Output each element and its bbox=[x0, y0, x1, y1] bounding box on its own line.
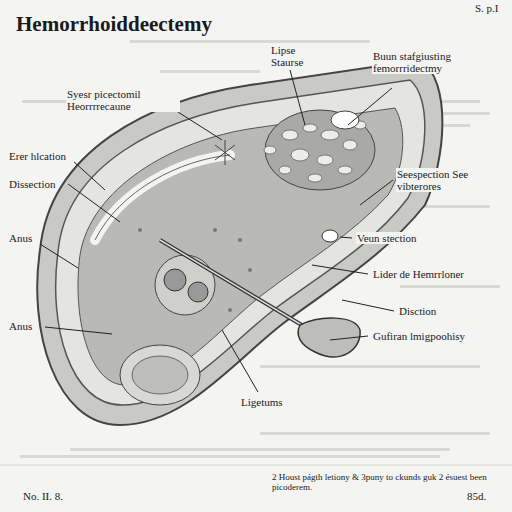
part-label: Lider de Hemrrloner bbox=[372, 268, 465, 280]
part-label: Erer hlcation bbox=[8, 150, 74, 162]
caption: 2 Houst págth letiony & 3puny to ckunds … bbox=[272, 472, 508, 492]
part-label: 85d. bbox=[466, 490, 487, 502]
diagram-title: Hemorrhoiddeectemy bbox=[16, 12, 212, 37]
part-label: Veun stection bbox=[356, 232, 418, 244]
part-label: Syesr picectomil Heorrrrecaune bbox=[66, 88, 180, 112]
part-label: S. p.I bbox=[474, 2, 500, 14]
part-label: Lipse Staurse bbox=[270, 44, 330, 68]
part-label: Anus bbox=[8, 320, 33, 332]
part-label: Gufiran lmigpoohisy bbox=[372, 330, 466, 342]
part-label: Seespection See vibterores bbox=[396, 168, 498, 192]
part-label: Ligetums bbox=[240, 396, 284, 408]
part-label: Anus bbox=[8, 232, 33, 244]
part-label: No. II. 8. bbox=[22, 490, 64, 502]
part-label: Buun stafgiusting femorrridectmy bbox=[372, 50, 504, 74]
part-label: Dissection bbox=[8, 178, 56, 190]
part-label: Disction bbox=[398, 305, 437, 317]
